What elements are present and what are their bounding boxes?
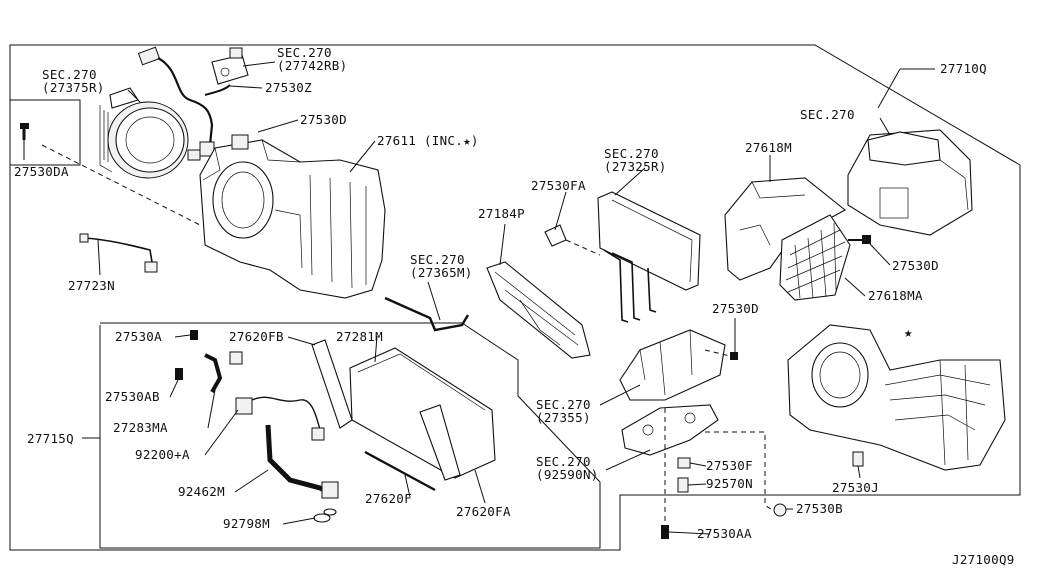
label-p-27530A: 27530A: [115, 329, 162, 344]
leader-lines: [23, 61, 935, 535]
blower-motor[interactable]: [99, 87, 189, 179]
label-sec270-pipe: SEC.270: [410, 252, 465, 267]
gasket-27184P[interactable]: [486, 261, 591, 359]
label-p-27530D-center: 27530D: [712, 301, 759, 316]
sensor-27723N[interactable]: [79, 233, 158, 273]
clip-27530J[interactable]: [852, 451, 864, 467]
label-p-27620F: 27620F: [365, 491, 412, 506]
evaporator-27281M[interactable]: [349, 347, 496, 481]
label-p-27710Q: 27710Q: [940, 61, 987, 76]
label-sec270-valve-ref: (92590N): [536, 467, 599, 482]
actuator-27742RB[interactable]: [211, 47, 249, 85]
label-p-27530B: 27530B: [796, 501, 843, 516]
label-sec270-actuator-ref: (27742RB): [277, 58, 347, 73]
subassembly-boundary: [99, 322, 601, 549]
label-p-27620FA: 27620FA: [456, 504, 511, 519]
label-p-92200A: 92200+A: [135, 447, 190, 462]
label-sec270-actuator: SEC.270: [277, 45, 332, 60]
bolt-27530DA[interactable]: [20, 123, 29, 140]
heater-unit-lower[interactable]: [787, 324, 1006, 471]
clip-27530F[interactable]: [677, 457, 691, 469]
expansion-valve-92200A[interactable]: [235, 396, 325, 441]
label-p-27618MA: 27618MA: [868, 288, 923, 303]
dash-valve: [705, 431, 773, 511]
harness-27530Z[interactable]: [137, 46, 231, 161]
filter-27618MA[interactable]: [779, 214, 851, 301]
label-p-27530AA: 27530AA: [697, 526, 752, 541]
label-p-27281M: 27281M: [336, 329, 383, 344]
nut-27530B[interactable]: [773, 503, 787, 517]
label-p-27611: 27611 (INC.★): [377, 133, 479, 148]
label-sec270-bracket: SEC.270: [536, 397, 591, 412]
label-p-27530J: 27530J: [832, 480, 879, 495]
bolt-27530A[interactable]: [190, 330, 198, 340]
label-p-27715Q: 27715Q: [27, 431, 74, 446]
oring-92798M[interactable]: [313, 508, 337, 523]
cap-92570N[interactable]: [677, 477, 689, 493]
bolt-27530AB[interactable]: [175, 368, 183, 380]
dash-27530D-center: [704, 349, 731, 357]
label-sec270-core-ref: (27325R): [604, 159, 667, 174]
label-p-27620FB: 27620FB: [229, 329, 284, 344]
label-sec270-bracket-ref: (27355): [536, 410, 591, 425]
bolt-27530D-center[interactable]: [730, 352, 738, 360]
label-p-27618M: 27618M: [745, 140, 792, 155]
dash-27530FA: [565, 239, 601, 256]
label-sec270-core: SEC.270: [604, 146, 659, 161]
pipe-fitting: [321, 481, 339, 499]
assembly-boundary: [9, 44, 1021, 551]
label-p-27530F: 27530F: [706, 458, 753, 473]
label-diagram-code: J27100Q9: [952, 552, 1015, 567]
label-p-27530D-top: 27530D: [300, 112, 347, 127]
star-mark-case: ★: [904, 325, 913, 341]
bracket-27355[interactable]: [619, 329, 726, 401]
label-p-27723N: 27723N: [68, 278, 115, 293]
label-p-27530Z: 27530Z: [265, 80, 312, 95]
bolt-27530D-right[interactable]: [848, 235, 871, 244]
label-sec270-pipe-ref: (27365M): [410, 265, 473, 280]
label-p-27530DA: 27530DA: [14, 164, 69, 179]
label-p-27530AB: 27530AB: [105, 389, 160, 404]
label-sec270-valve: SEC.270: [536, 454, 591, 469]
pipe-27365M[interactable]: [384, 296, 470, 332]
label-sec270-duct: SEC.270: [800, 107, 855, 122]
label-p-92798M: 92798M: [223, 516, 270, 531]
valve-92590N[interactable]: [621, 404, 719, 456]
label-p-27283MA: 27283MA: [113, 420, 168, 435]
label-p-27184P: 27184P: [478, 206, 525, 221]
label-p-92570N: 92570N: [706, 476, 753, 491]
label-p-92462M: 92462M: [178, 484, 225, 499]
dash-27530DA: [41, 144, 201, 226]
label-sec270-blower: SEC.270: [42, 67, 97, 82]
heater-core-27325R[interactable]: [597, 191, 701, 323]
sensor-27283MA[interactable]: [204, 351, 243, 393]
bolt-27530AA[interactable]: [661, 525, 669, 539]
label-p-27530FA: 27530FA: [531, 178, 586, 193]
callout-labels: SEC.270(27375R)SEC.270(27742RB)27530Z275…: [14, 45, 1015, 567]
heater-case-27611[interactable]: [199, 134, 386, 299]
label-sec270-blower-ref: (27375R): [42, 80, 105, 95]
seal-27620FB[interactable]: [311, 339, 353, 429]
label-p-27530D-right: 27530D: [892, 258, 939, 273]
duct-sec270[interactable]: [847, 129, 973, 236]
strip-27620F[interactable]: [364, 450, 436, 492]
bolt-notch: [10, 99, 81, 166]
